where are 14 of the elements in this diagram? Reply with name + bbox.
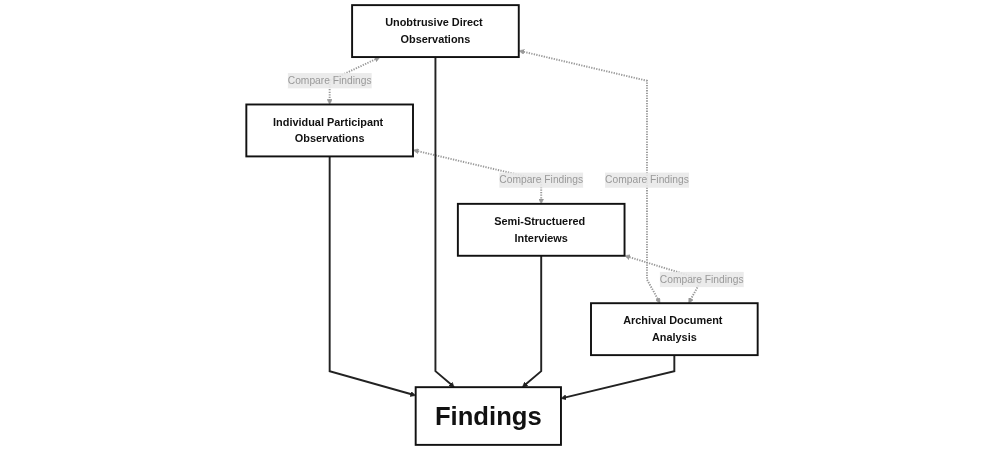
node-box: Semi-Structuered Interviews bbox=[456, 202, 626, 257]
edge-label: Compare Findings bbox=[659, 273, 744, 285]
arrow bbox=[328, 155, 416, 397]
node-box: Individual Participant Observations bbox=[245, 103, 414, 158]
arrow bbox=[434, 56, 455, 388]
arrow bbox=[560, 354, 676, 401]
arrow bbox=[522, 254, 543, 388]
edge-label: Compare Findings bbox=[499, 174, 584, 186]
node-box: Archival Document Analysis bbox=[590, 302, 759, 357]
arrow bbox=[518, 49, 661, 304]
edge-label: Compare Findings bbox=[287, 75, 372, 86]
node-box: Unobtrusive Direct Observations bbox=[351, 4, 520, 58]
node-box: Findings bbox=[414, 386, 562, 446]
edge-label: Compare Findings bbox=[605, 174, 689, 186]
